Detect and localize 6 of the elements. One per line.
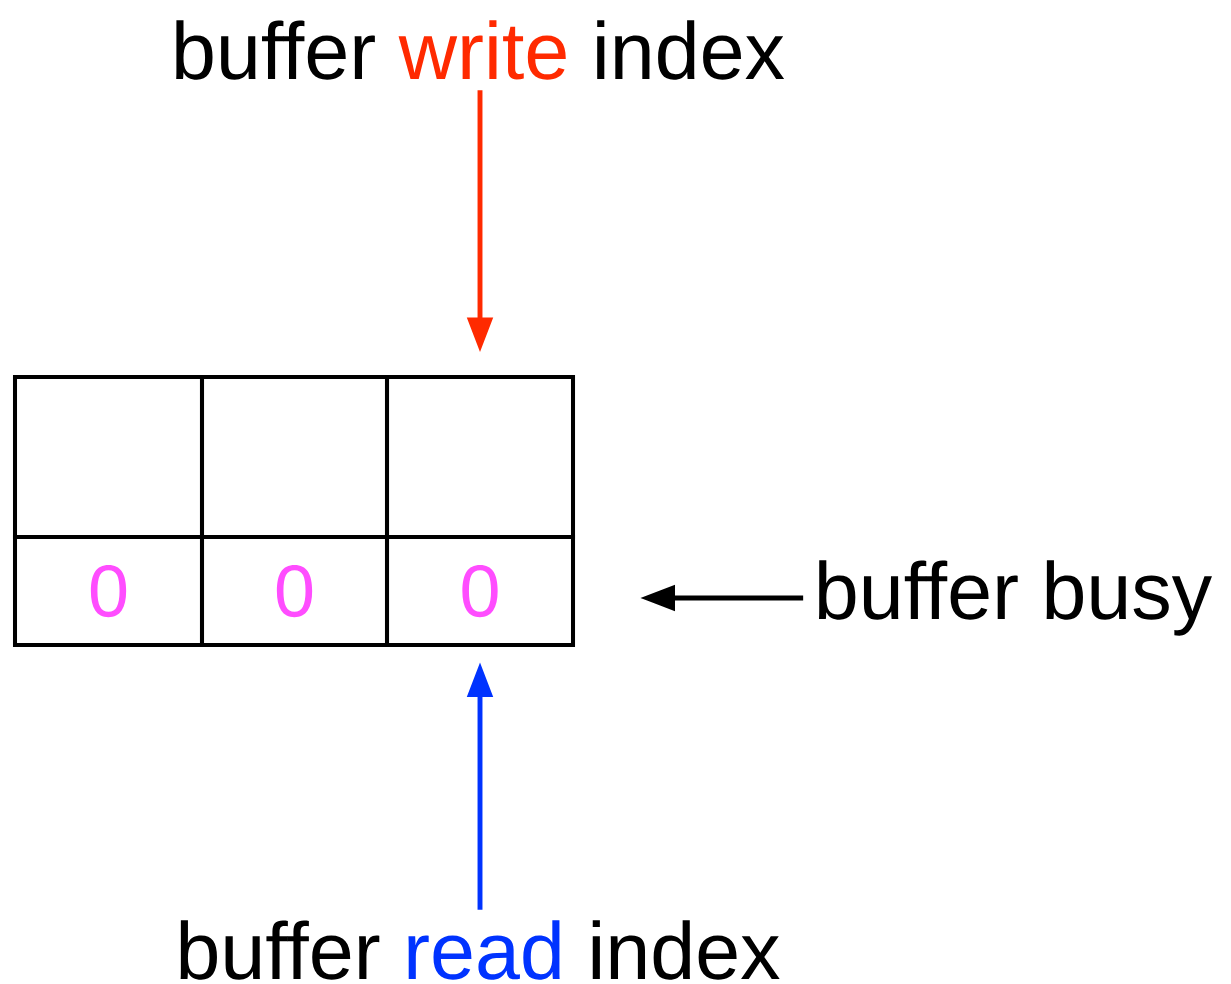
label-text: buffer write index bbox=[176, 20, 785, 80]
buffer-cell: 0 bbox=[385, 535, 576, 648]
buffer-cell: 0 bbox=[13, 535, 204, 648]
buffer-cell: 0 bbox=[200, 535, 389, 648]
label-text: buffer read index bbox=[180, 920, 780, 980]
label-text: buffer busy bbox=[819, 560, 1212, 636]
